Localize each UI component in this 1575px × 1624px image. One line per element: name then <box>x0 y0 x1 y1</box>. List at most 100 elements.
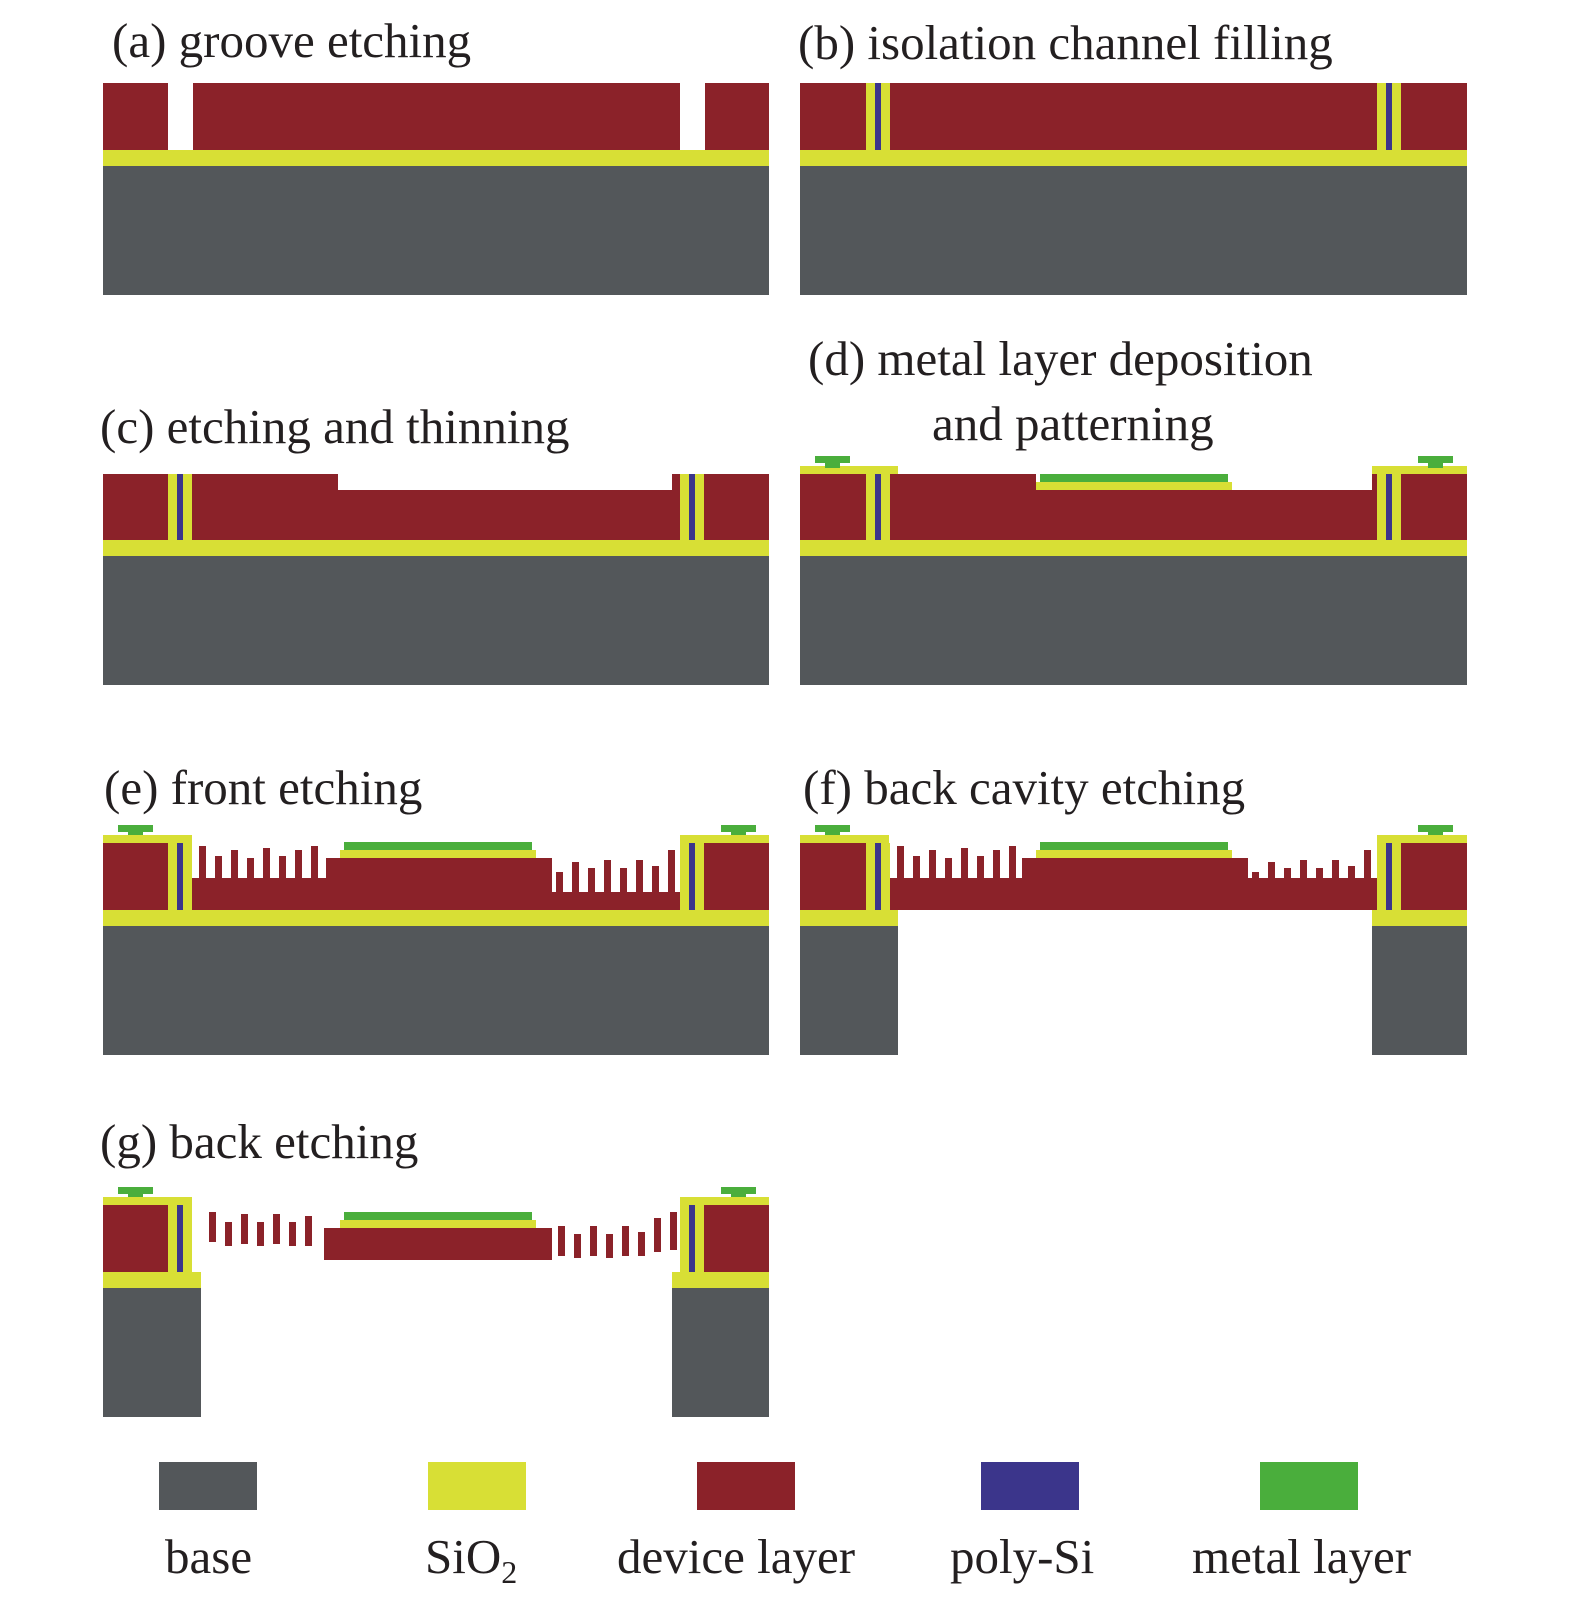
device-block-right <box>705 83 769 150</box>
sio2-right <box>672 1272 769 1288</box>
polysi-left <box>177 1205 183 1272</box>
base-right <box>1372 926 1467 1055</box>
legend-label-device-layer: device layer <box>617 1529 855 1584</box>
polysi-right <box>689 474 695 540</box>
device-center-plate <box>1022 858 1248 878</box>
sio2-layer <box>103 910 769 926</box>
sio2-center-pad <box>340 850 536 858</box>
sio2-center-pad <box>1036 850 1232 858</box>
comb-fingers-right <box>556 850 675 892</box>
panel-g <box>103 1187 769 1417</box>
sio2-top-left <box>800 466 898 474</box>
legend-label-base: base <box>165 1529 252 1584</box>
metal-contact-left <box>118 1187 153 1197</box>
base-layer <box>103 926 769 1055</box>
polysi-right <box>1386 843 1392 910</box>
released-fingers-right <box>558 1212 677 1258</box>
polysi-right <box>1386 83 1392 150</box>
polysi-left <box>875 843 881 910</box>
polysi-left <box>177 474 183 540</box>
legend-swatch-sio2 <box>428 1462 526 1510</box>
sio2-layer <box>800 150 1467 166</box>
device-block-center <box>193 83 680 150</box>
sio2-top-right <box>680 1197 769 1205</box>
legend-item-polysi: poly-Si <box>950 1462 1094 1584</box>
caption-a: (a) groove etching <box>112 13 471 68</box>
comb-base-left <box>192 878 326 910</box>
base-layer <box>800 556 1467 685</box>
comb-fingers-left <box>199 846 318 878</box>
legend-swatch-metal-layer <box>1260 1462 1358 1510</box>
metal-center-electrode <box>1040 842 1228 850</box>
caption-d-line2: and patterning <box>932 396 1214 451</box>
panel-a <box>103 83 769 295</box>
comb-base-right <box>552 892 680 910</box>
base-right <box>672 1288 769 1417</box>
metal-contact-right <box>1418 456 1453 468</box>
base-left <box>103 1288 201 1417</box>
sio2-right <box>1372 910 1467 926</box>
legend-swatch-polysi <box>981 1462 1079 1510</box>
device-layer-thinned <box>800 474 1467 540</box>
sio2-center-pad <box>340 1220 536 1228</box>
device-block-left <box>103 83 168 150</box>
legend-swatch-base <box>159 1462 257 1510</box>
panel-c <box>103 474 769 685</box>
legend-swatch-device-layer <box>697 1462 795 1510</box>
metal-contact-right <box>721 1187 756 1197</box>
panel-d <box>800 456 1467 685</box>
device-layer-thinned <box>103 474 769 540</box>
sio2-layer <box>800 540 1467 556</box>
polysi-right <box>1386 474 1392 540</box>
sio2-layer <box>103 540 769 556</box>
device-center-plate <box>324 1228 552 1260</box>
base-layer <box>103 166 769 295</box>
legend-label-sio2-main: SiO <box>425 1529 501 1584</box>
metal-center-electrode <box>1040 474 1228 482</box>
device-membrane <box>890 878 1377 910</box>
polysi-left <box>875 83 881 150</box>
legend-item-device-layer: device layer <box>617 1462 855 1584</box>
panel-b <box>800 83 1467 295</box>
metal-contact-left <box>815 456 850 468</box>
sio2-left <box>103 1272 201 1288</box>
sio2-top-left <box>103 1197 192 1205</box>
legend-label-sio2-sub: 2 <box>501 1554 517 1590</box>
legend-label-metal-layer: metal layer <box>1192 1529 1411 1584</box>
legend: base SiO2 device layer poly-Si metal lay… <box>159 1462 1411 1590</box>
metal-contact-right <box>1418 825 1453 835</box>
sio2-top-right <box>1377 835 1467 843</box>
sio2-center-pad <box>1036 482 1232 490</box>
polysi-left <box>875 474 881 540</box>
released-fingers-left <box>209 1212 312 1246</box>
caption-c: (c) etching and thinning <box>100 399 569 454</box>
sio2-layer <box>103 150 769 166</box>
base-layer <box>103 556 769 685</box>
polysi-right <box>689 843 695 910</box>
caption-g: (g) back etching <box>100 1114 418 1169</box>
metal-center-electrode <box>344 1212 532 1220</box>
polysi-right <box>689 1205 695 1272</box>
legend-item-sio2: SiO2 <box>425 1462 526 1590</box>
device-layer <box>800 83 1467 150</box>
base-left <box>800 926 898 1055</box>
legend-label-polysi: poly-Si <box>950 1529 1094 1584</box>
caption-e: (e) front etching <box>104 760 422 815</box>
metal-contact-left <box>815 825 850 835</box>
panel-f <box>800 825 1467 1055</box>
caption-b: (b) isolation channel filling <box>798 15 1333 70</box>
caption-d-line1: (d) metal layer deposition <box>808 331 1313 386</box>
polysi-left <box>177 843 183 910</box>
comb-fingers-right <box>1252 850 1371 892</box>
legend-item-metal-layer: metal layer <box>1192 1462 1411 1584</box>
sio2-top-left <box>800 835 889 843</box>
sio2-top-right <box>680 835 769 843</box>
comb-fingers-left <box>897 846 1016 878</box>
legend-label-sio2: SiO2 <box>425 1529 517 1590</box>
sio2-top-right <box>1372 466 1467 474</box>
metal-center-electrode <box>344 842 532 850</box>
metal-contact-right <box>721 825 756 835</box>
legend-item-base: base <box>159 1462 257 1584</box>
